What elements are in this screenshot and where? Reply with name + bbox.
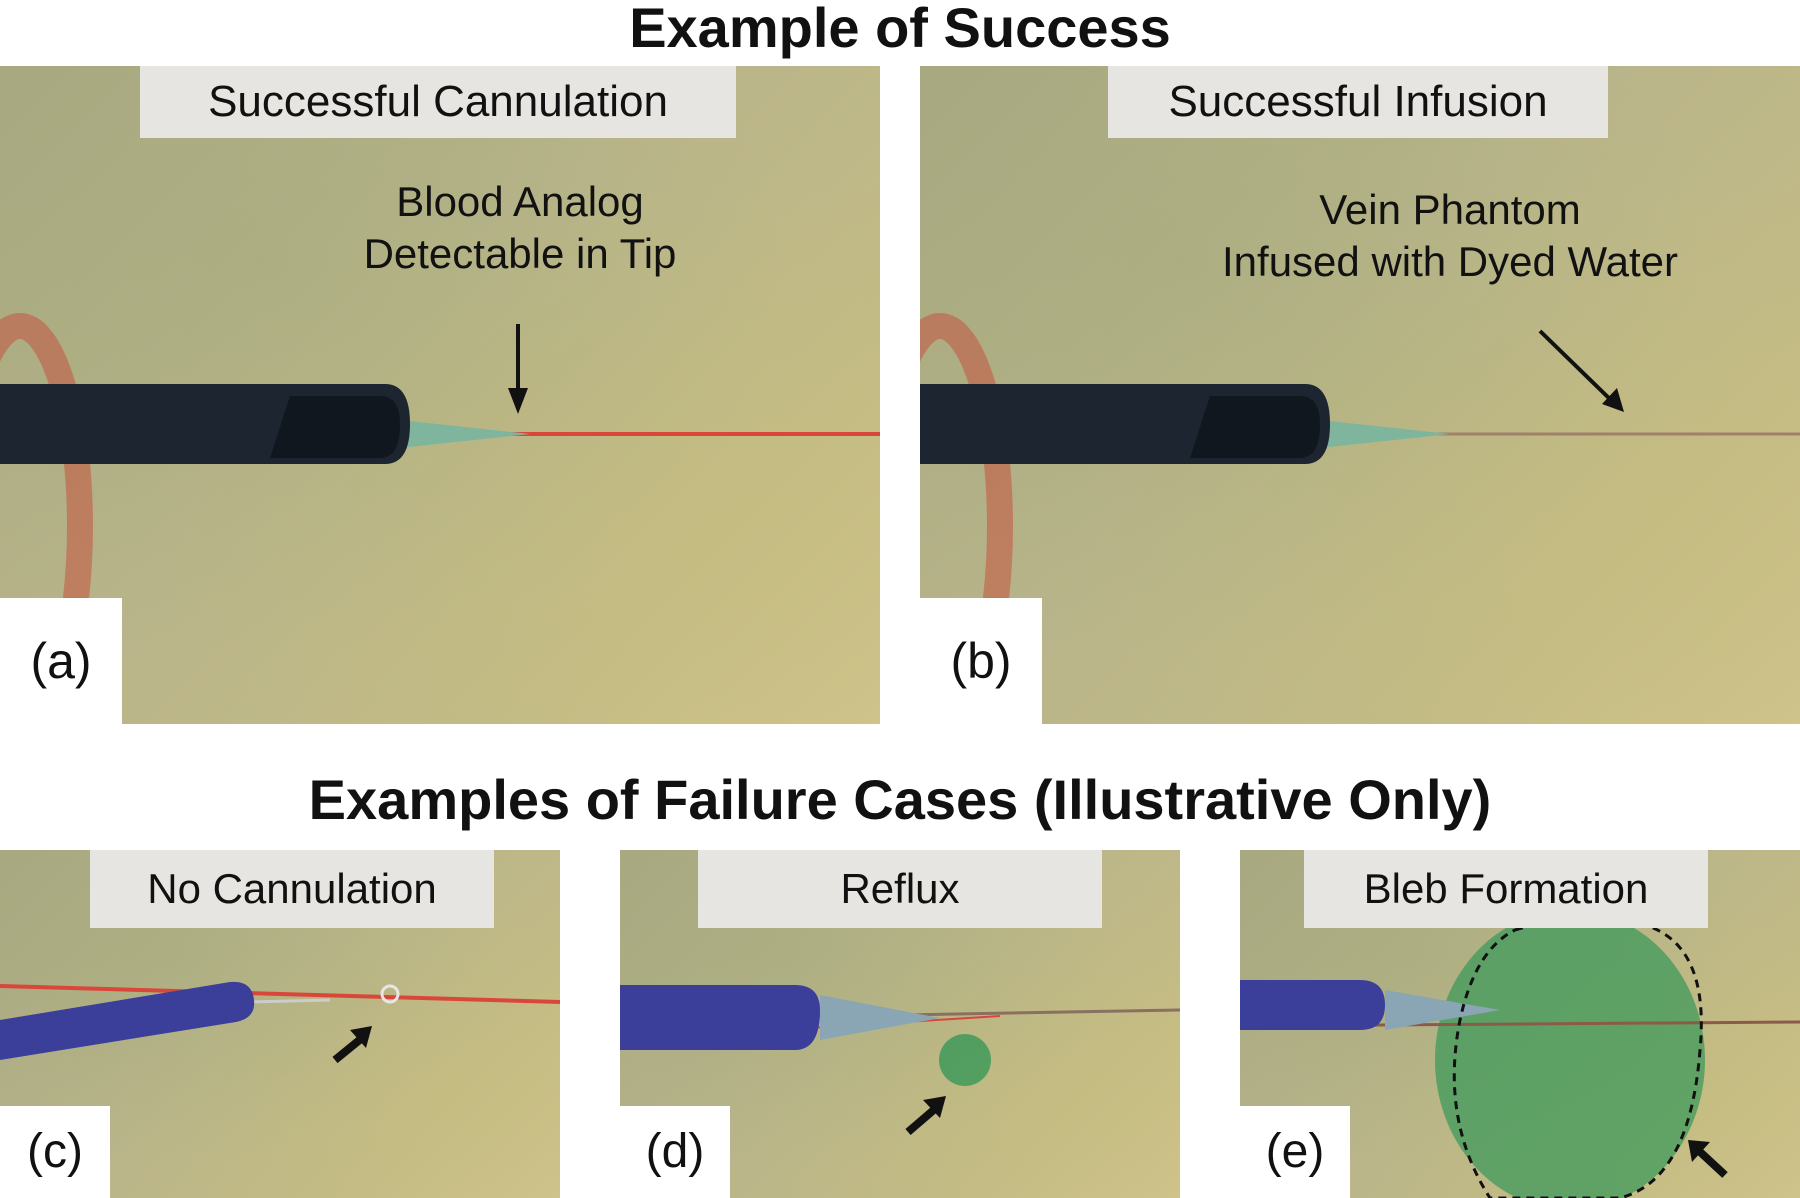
panel-a-photo: Successful Cannulation Blood Analog Dete… — [0, 66, 880, 724]
bleb-formation-scene — [1240, 910, 1800, 1198]
reflux-scene — [620, 985, 1180, 1136]
needle-tip — [1385, 990, 1500, 1030]
panel-e-letter: (e) — [1240, 1106, 1350, 1198]
needle-tip — [820, 995, 940, 1040]
panel-b-annotation: Vein Phantom Infused with Dyed Water — [1222, 186, 1678, 285]
arrow-c — [332, 1034, 365, 1064]
vein-phantom-line — [0, 984, 560, 1004]
top-heading: Example of Success — [629, 0, 1171, 59]
bottom-heading: Examples of Failure Cases (Illustrative … — [308, 768, 1492, 831]
panel-d-letter: (d) — [620, 1106, 730, 1198]
panel-d-photo: Reflux (d) — [620, 850, 1180, 1198]
arrow-b — [1538, 329, 1617, 406]
panel-b-letter: (b) — [920, 598, 1042, 724]
panel-c-photo: No Cannulation (c) — [0, 850, 560, 1198]
cannulation-scene — [0, 313, 880, 724]
infusion-scene — [920, 313, 1800, 724]
panel-a-annotation: Blood Analog Detectable in Tip — [363, 178, 677, 277]
panel-c-label: No Cannulation — [90, 850, 494, 928]
panel-a-letter: (a) — [0, 598, 122, 724]
no-cannulation-scene — [0, 981, 560, 1064]
panel-a-label: Successful Cannulation — [140, 66, 736, 138]
panel-e-photo: Bleb Formation (e) — [1240, 850, 1800, 1198]
needle-tip — [390, 404, 530, 464]
arrow-e — [1695, 1147, 1728, 1178]
cannula-body — [620, 985, 820, 1050]
needle-tip — [1310, 404, 1450, 464]
cannula-body — [1240, 980, 1385, 1030]
arrow-d — [905, 1104, 939, 1136]
panel-b-photo: Successful Infusion Vein Phantom Infused… — [920, 66, 1800, 724]
panel-d-label: Reflux — [698, 850, 1102, 928]
cannula-body — [0, 981, 255, 1060]
panel-b-label: Successful Infusion — [1108, 66, 1608, 138]
panel-c-letter: (c) — [0, 1106, 110, 1198]
reflux-droplet — [939, 1034, 991, 1086]
panel-e-label: Bleb Formation — [1304, 850, 1708, 928]
bleb — [1435, 910, 1705, 1198]
